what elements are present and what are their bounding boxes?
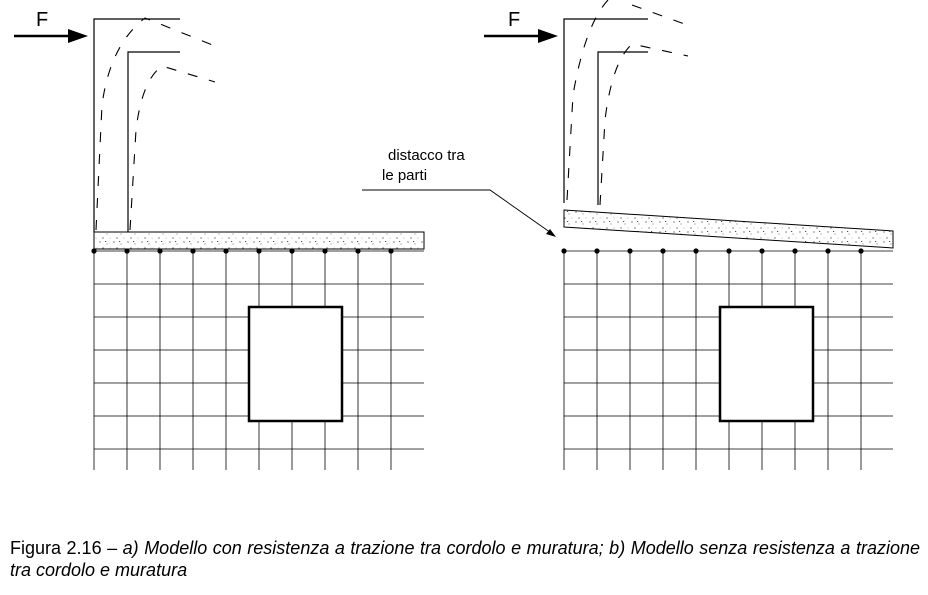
bond-beam-a	[93, 231, 425, 250]
force-label-b: F	[508, 9, 520, 31]
annotation-line-2: le parti	[382, 167, 427, 184]
opening-a	[247, 305, 344, 423]
deformed-shape-b	[566, 0, 691, 206]
caption-text: a) Modello con resistenza a trazione tra…	[10, 538, 920, 580]
figure-caption: Figura 2.16 – a) Modello con resistenza …	[10, 537, 920, 581]
panel-b: F	[362, 0, 894, 500]
force-label-a: F	[36, 9, 48, 31]
force-arrow-b: F	[484, 9, 558, 43]
caption-prefix: Figura 2.16 –	[10, 538, 123, 558]
connection-dots-b	[561, 248, 864, 254]
figure-diagram: F	[14, 0, 894, 500]
panel-label-b: b)	[725, 497, 746, 500]
annotation-line-1: distacco tra	[388, 147, 465, 164]
detachment-annotation: distacco tra le parti	[362, 147, 556, 237]
panel-label-a: a)	[250, 497, 270, 500]
wall-section-a	[93, 18, 180, 232]
force-arrow-a: F	[14, 9, 88, 43]
opening-b	[718, 305, 815, 423]
panel-a: F	[14, 9, 425, 500]
deformed-shape-a	[95, 17, 221, 231]
wall-section-b	[563, 18, 648, 205]
connection-dots-a	[91, 248, 394, 254]
bond-beam-b	[563, 209, 894, 249]
